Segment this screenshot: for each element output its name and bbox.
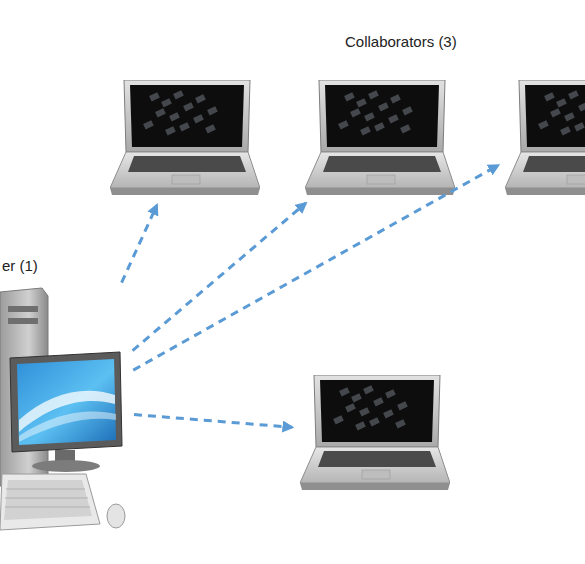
dashed-arrow xyxy=(122,205,157,282)
laptop-node xyxy=(305,80,457,198)
mouse xyxy=(107,504,125,528)
keyboard xyxy=(0,474,100,530)
group-label: Collaborators (3) xyxy=(345,33,457,50)
dashed-arrow xyxy=(134,415,292,428)
laptop-bottom xyxy=(300,375,450,490)
computer-label: er (1) xyxy=(2,257,38,274)
dashed-arrow xyxy=(133,203,306,350)
laptop-node xyxy=(300,375,452,493)
laptop-top-right xyxy=(505,80,585,195)
desktop-monitor xyxy=(8,352,122,472)
laptop-top-middle xyxy=(305,80,455,195)
dashed-arrow xyxy=(133,165,498,370)
laptop-node xyxy=(505,80,585,198)
desktop-node: er (1) xyxy=(0,288,128,530)
laptop-node xyxy=(112,80,262,198)
laptop-top-left xyxy=(110,80,260,195)
